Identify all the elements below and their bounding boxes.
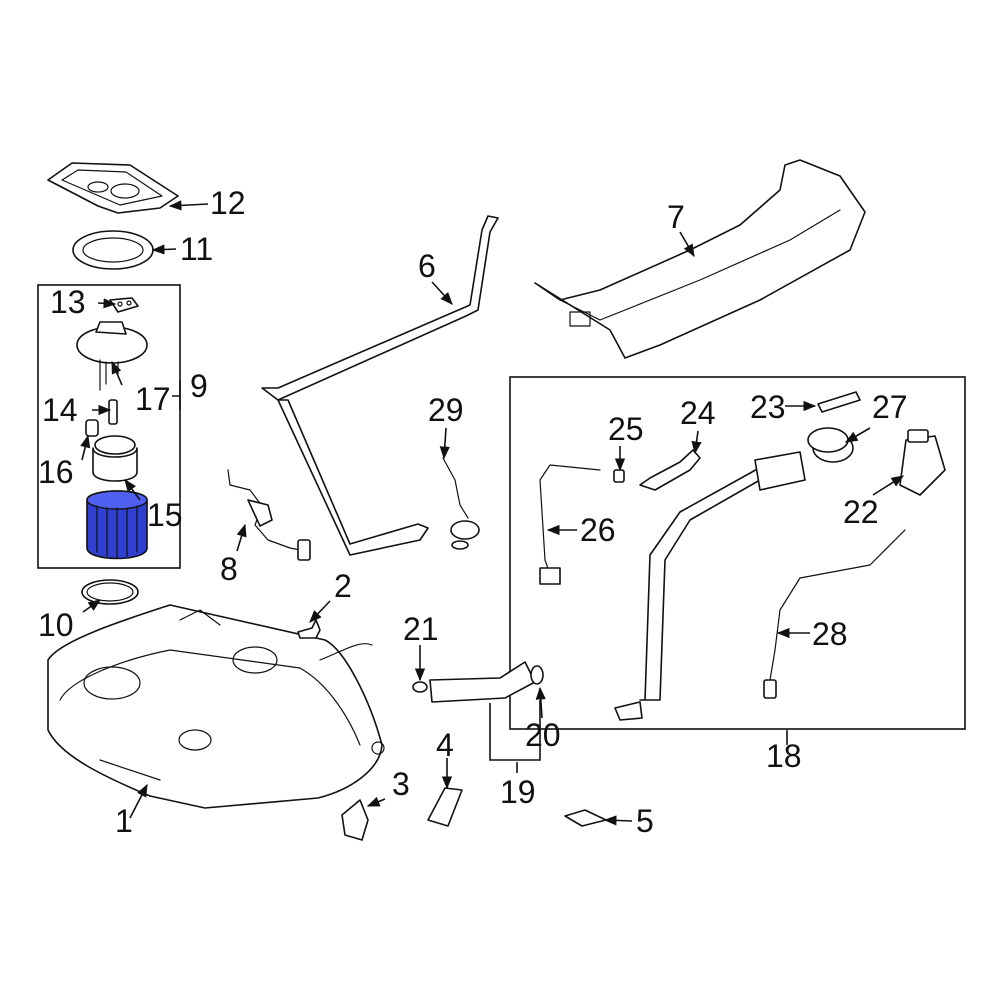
part-1-fuel-tank[interactable] [47,604,385,809]
callout-17: 17 [135,381,171,417]
part-25-connector[interactable] [613,469,625,483]
callout-13: 13 [50,284,86,320]
part-12-cover-plate[interactable] [47,162,179,214]
part-20-clamp[interactable] [530,665,544,685]
part-4-pad[interactable] [427,787,463,827]
part-6-tank-strap[interactable] [261,215,499,556]
part-11-lock-ring[interactable] [72,230,154,270]
callout-26: 26 [580,512,616,548]
callout-10: 10 [38,607,74,643]
part-8-wiring-harness[interactable] [227,469,311,561]
callout-9: 9 [190,368,208,404]
part-29-vent-line[interactable] [442,457,480,550]
callout-1: 1 [115,803,133,839]
callout-5: 5 [636,803,654,839]
part-2-bracket[interactable] [297,619,321,639]
callout-28: 28 [812,616,848,652]
part-16-fitting[interactable] [85,419,99,437]
part-27-fuel-cap[interactable] [807,427,854,463]
callout-24: 24 [680,395,716,431]
part-13-clip[interactable] [109,297,139,313]
callout-labels: 1 2 3 4 5 6 7 8 9 10 11 12 13 14 15 16 1… [38,185,908,839]
filler-neck-group-box [509,376,966,730]
callout-3: 3 [392,766,410,802]
part-15-fuel-pump[interactable] [86,435,148,560]
leader-lines [80,200,905,826]
part-22-canister-valve[interactable] [899,429,946,496]
callout-7: 7 [667,199,685,235]
part-28-sensor-cable[interactable] [763,529,906,699]
callout-6: 6 [418,248,436,284]
filler-neck-assembly[interactable] [614,451,806,721]
part-24-hose[interactable] [639,449,701,491]
callout-29: 29 [428,392,464,428]
part-7-heat-shield[interactable] [534,159,866,359]
callout-21: 21 [403,611,439,647]
part-26-vent-tube[interactable] [539,464,601,585]
callout-23: 23 [750,389,786,425]
fuel-pump-module-group-box [37,284,181,569]
part-17-pump-flange[interactable] [76,321,148,391]
callout-18: 18 [766,738,802,774]
part-5-label[interactable] [564,809,607,827]
part-14-fuel-tube[interactable] [108,399,118,425]
callout-25: 25 [608,411,644,447]
callout-4: 4 [436,727,454,763]
part-3-protector[interactable] [341,799,369,841]
part-23-tube[interactable] [817,391,861,413]
callout-14: 14 [42,392,78,428]
callout-19: 19 [500,774,536,810]
callout-8: 8 [220,551,238,587]
callout-15: 15 [147,497,183,533]
part-19-filler-hose[interactable] [429,661,536,703]
callout-22: 22 [843,494,879,530]
callout-2: 2 [334,568,352,604]
callout-20: 20 [525,717,561,753]
part-10-o-ring[interactable] [81,579,139,605]
callout-12: 12 [210,185,246,221]
callout-27: 27 [872,389,908,425]
part-21-clamp[interactable] [412,681,428,693]
callout-16: 16 [38,454,74,490]
callout-11: 11 [180,231,213,267]
